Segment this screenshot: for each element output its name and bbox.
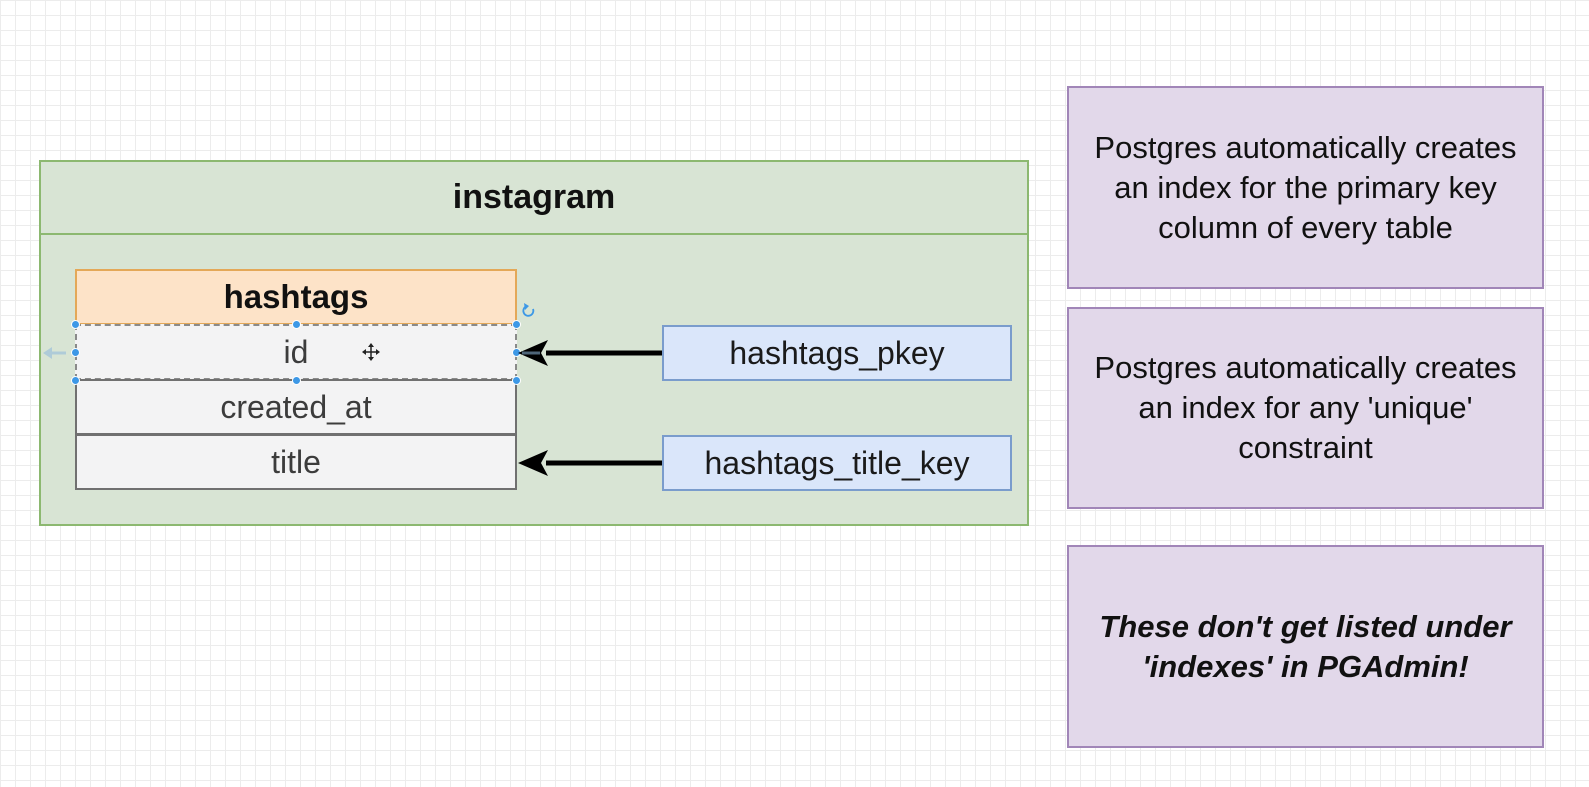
resize-handle-right[interactable] bbox=[512, 348, 521, 357]
column-row-created-at[interactable]: created_at bbox=[75, 379, 517, 435]
resize-handle-bottom[interactable] bbox=[292, 376, 301, 385]
resize-handle-bottom-right[interactable] bbox=[512, 376, 521, 385]
schema-title: instagram bbox=[452, 178, 616, 216]
index-box-pkey[interactable]: hashtags_pkey bbox=[662, 325, 1012, 381]
note-text: Postgres automatically creates an index … bbox=[1094, 129, 1517, 245]
note-primary-key[interactable]: Postgres automatically creates an index … bbox=[1067, 86, 1544, 289]
table-header[interactable]: hashtags bbox=[75, 269, 517, 325]
resize-handle-left[interactable] bbox=[71, 348, 80, 357]
column-row-title[interactable]: title bbox=[75, 434, 517, 490]
note-unique-constraint[interactable]: Postgres automatically creates an index … bbox=[1067, 307, 1544, 509]
resize-handle-bottom-left[interactable] bbox=[71, 376, 80, 385]
index-label: hashtags_pkey bbox=[729, 334, 945, 371]
index-label: hashtags_title_key bbox=[704, 444, 970, 481]
column-label: id bbox=[283, 333, 309, 370]
column-row-id[interactable]: id bbox=[75, 324, 517, 380]
resize-handle-top-left[interactable] bbox=[71, 320, 80, 329]
note-pgadmin-warning[interactable]: These don't get listed under 'indexes' i… bbox=[1067, 545, 1544, 748]
column-label: title bbox=[271, 443, 321, 480]
index-box-title-key[interactable]: hashtags_title_key bbox=[662, 435, 1012, 491]
note-text: Postgres automatically creates an index … bbox=[1094, 350, 1517, 465]
column-label: created_at bbox=[220, 388, 372, 425]
resize-handle-top[interactable] bbox=[292, 320, 301, 329]
table-name: hashtags bbox=[223, 278, 369, 315]
note-text: These don't get listed under 'indexes' i… bbox=[1099, 608, 1512, 684]
schema-header: instagram bbox=[41, 162, 1027, 235]
resize-handle-top-right[interactable] bbox=[512, 320, 521, 329]
